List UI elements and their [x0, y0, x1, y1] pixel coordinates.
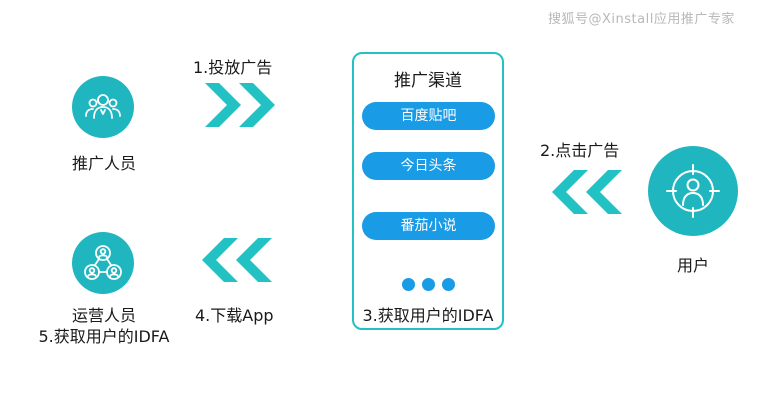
double-chevron-left-icon — [202, 238, 272, 282]
operator-idfa-label: 5.获取用户的IDFA — [38, 327, 170, 346]
network-people-icon — [84, 245, 122, 280]
channel-item: 番茄小说 — [362, 212, 495, 240]
channel-item: 百度贴吧 — [362, 102, 495, 130]
promoter-node — [72, 76, 134, 138]
operator-node — [72, 232, 134, 294]
target-person-icon — [666, 164, 720, 218]
watermark: 搜狐号@Xinstall应用推广专家 — [548, 12, 735, 27]
double-chevron-right-icon — [205, 83, 275, 127]
more-dots-icon — [354, 278, 502, 291]
user-label: 用户 — [676, 256, 709, 275]
user-node — [648, 146, 738, 236]
step2-label: 2.点击广告 — [540, 141, 620, 160]
channel-item: 今日头条 — [362, 152, 495, 180]
step4-label: 4.下载App — [195, 306, 274, 325]
step1-label: 1.投放广告 — [193, 58, 273, 77]
operator-label: 运营人员 — [71, 306, 136, 325]
team-icon — [85, 94, 121, 119]
channel-panel-title: 推广渠道 — [394, 71, 462, 91]
double-chevron-left-icon — [552, 170, 622, 214]
promoter-label: 推广人员 — [71, 154, 136, 173]
channel-panel-footer: 3.获取用户的IDFA — [362, 306, 494, 325]
channel-panel: 推广渠道 百度贴吧 今日头条 番茄小说 3.获取用户的IDFA — [352, 52, 504, 330]
